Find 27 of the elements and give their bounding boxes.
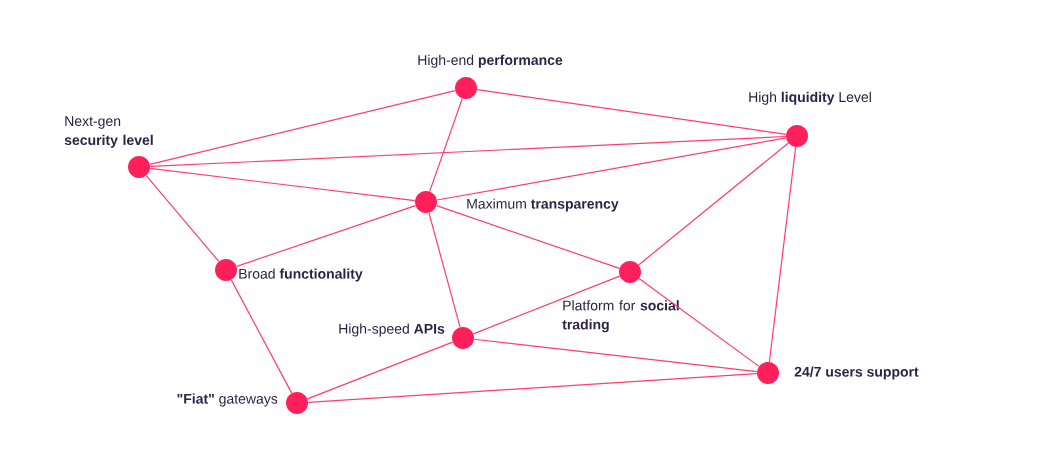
node-label: "Fiat" gateways (177, 393, 278, 407)
connector-line (149, 90, 456, 165)
connector-line (149, 167, 416, 202)
connector-line (236, 205, 416, 267)
connector-line (306, 341, 454, 400)
connector-line (428, 212, 461, 328)
node-label: 24/7 users support (794, 366, 919, 380)
node-label: High-end performance (418, 54, 563, 68)
connector-line (436, 205, 620, 269)
connector-line (476, 89, 787, 135)
connector-line (768, 146, 797, 363)
connector-line (145, 174, 220, 263)
connector-line (473, 338, 758, 373)
node-label: Broad functionality (239, 268, 363, 282)
node-label: Platform for social trading (562, 300, 679, 333)
connector-line (149, 135, 787, 168)
node-label: High-speed APIs (339, 323, 445, 337)
connector-line (230, 279, 293, 394)
node-label: High liquidity Level (749, 91, 871, 105)
connector-line (307, 373, 758, 403)
connector-line (638, 278, 760, 367)
connector-line (472, 275, 621, 335)
connector-line (638, 142, 789, 266)
connector-line (429, 97, 463, 192)
connector-line (436, 137, 787, 201)
node-label: Maximum transparency (467, 198, 619, 212)
node-label: Next-gen security level (64, 116, 153, 148)
